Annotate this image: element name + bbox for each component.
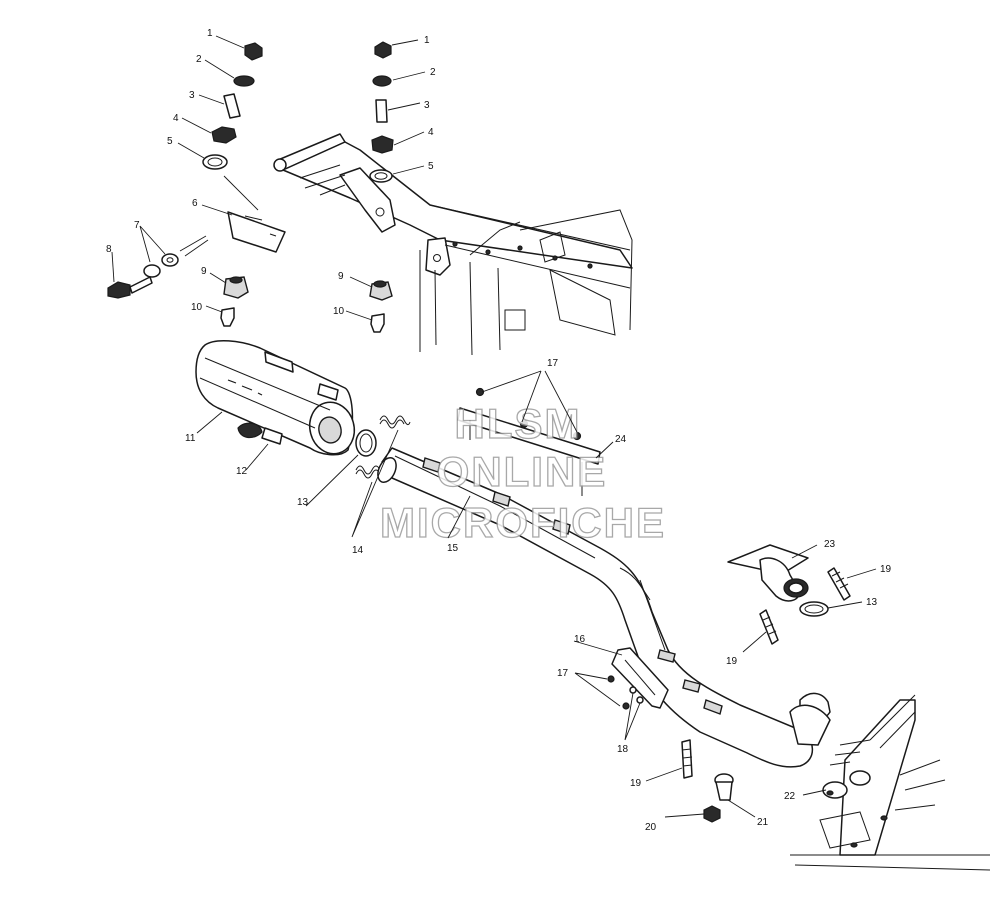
callout-numbers: 1 1 2 2 3 3 4 4 5 5 6 7 8 9 9 10 10 11 1…	[106, 28, 892, 833]
bushing-4a	[211, 126, 237, 144]
bushing-4b	[371, 135, 394, 154]
callout-3-right: 3	[424, 100, 430, 111]
callout-10-right: 10	[333, 306, 345, 317]
bolt-21-nut-20	[703, 773, 734, 823]
callout-1-left: 1	[207, 28, 213, 39]
bolt-8	[107, 281, 131, 299]
seal-13b	[799, 601, 829, 617]
callout-1-right: 1	[424, 35, 430, 46]
screw-17e	[622, 702, 630, 710]
callout-13-left: 13	[297, 497, 309, 508]
bracket-6	[227, 211, 286, 253]
callout-7: 7	[134, 220, 140, 231]
callout-5-left: 5	[167, 136, 173, 147]
springs-19	[681, 567, 851, 779]
spacer-3a	[223, 93, 241, 119]
heat-shield-24	[457, 387, 601, 496]
washer-2a	[233, 75, 255, 87]
screw-17a	[475, 387, 485, 397]
pin-10b	[370, 313, 385, 333]
pin-10a	[220, 307, 235, 327]
callout-10-left: 10	[191, 302, 203, 313]
callout-16: 16	[574, 634, 586, 645]
callout-3-left: 3	[189, 90, 195, 101]
callout-13-right: 13	[866, 597, 878, 608]
exhaust-flange-23	[727, 544, 829, 617]
spring-14a	[379, 415, 411, 426]
callout-11: 11	[185, 433, 196, 444]
nut-1a	[244, 42, 263, 61]
seal-13a	[355, 429, 377, 457]
callout-15: 15	[447, 543, 459, 554]
washer-7a	[143, 264, 161, 278]
callout-8: 8	[106, 244, 112, 255]
left-mount-hardware	[107, 42, 286, 327]
callout-21: 21	[757, 817, 769, 828]
lower-heat-shield-16	[607, 647, 669, 710]
watermark-line1: HLSM	[455, 400, 582, 447]
ring-5a	[202, 154, 228, 170]
screw-18b	[636, 696, 644, 704]
washer-2b	[372, 75, 392, 87]
spring-19b	[759, 609, 779, 645]
spacer-3b	[375, 99, 388, 123]
callout-19-lower: 19	[630, 778, 642, 789]
nut-20	[703, 805, 721, 823]
callout-18: 18	[617, 744, 629, 755]
muffler	[195, 340, 356, 456]
ring-5b	[369, 169, 393, 183]
callout-14: 14	[352, 545, 364, 556]
callout-4-right: 4	[428, 127, 434, 138]
callout-2-left: 2	[196, 54, 202, 65]
callout-22: 22	[784, 791, 796, 802]
grommet-9a	[223, 276, 249, 299]
callout-17-lower: 17	[557, 668, 569, 679]
screw-17d	[607, 675, 615, 683]
callout-17-top: 17	[547, 358, 559, 369]
screw-18a	[629, 686, 637, 694]
callout-12: 12	[236, 466, 248, 477]
callout-9-right: 9	[338, 271, 344, 282]
screw-17c	[572, 431, 582, 441]
screw-17b	[519, 419, 529, 429]
callout-5-right: 5	[428, 161, 434, 172]
watermark: HLSM ONLINE MICROFICHE	[379, 399, 666, 546]
right-mount-hardware	[369, 41, 394, 333]
engine-head-22	[790, 694, 991, 871]
spring-19a	[827, 567, 851, 601]
nut-1b	[374, 41, 392, 59]
callout-9-left: 9	[201, 266, 207, 277]
seal-and-springs	[355, 415, 411, 479]
watermark-line2: ONLINE	[437, 448, 608, 495]
leader-lines	[111, 35, 877, 818]
callout-6: 6	[192, 198, 198, 209]
frame-chassis	[273, 133, 633, 356]
watermark-line3: MICROFICHE	[380, 499, 666, 546]
washer-7b	[161, 253, 179, 267]
callout-2-right: 2	[430, 67, 436, 78]
callout-23: 23	[824, 539, 836, 550]
callout-24: 24	[615, 434, 627, 445]
callout-4-left: 4	[173, 113, 179, 124]
clamp-12	[261, 427, 283, 445]
callout-19-right: 19	[880, 564, 892, 575]
callout-20: 20	[645, 822, 657, 833]
spring-19c	[681, 739, 693, 779]
callout-19-middle: 19	[726, 656, 738, 667]
exhaust-pipe	[377, 447, 831, 768]
